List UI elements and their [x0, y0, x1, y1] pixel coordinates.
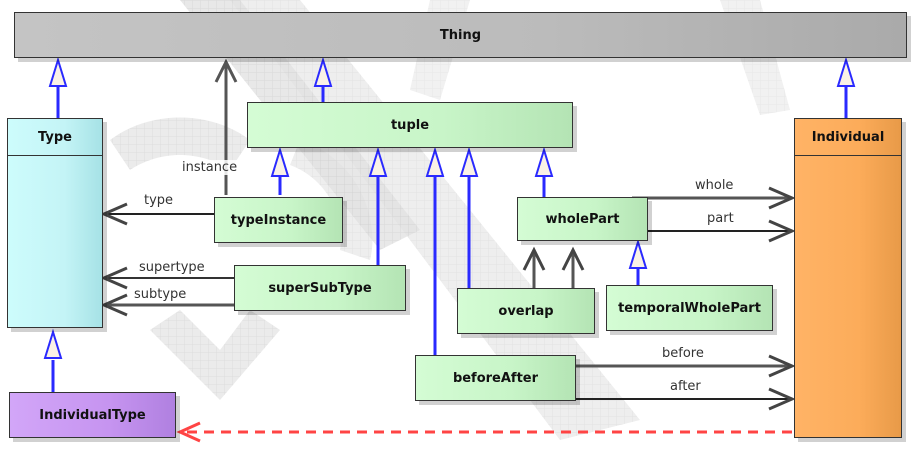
- class-before-after-label: beforeAfter: [452, 370, 539, 386]
- class-overlap[interactable]: overlap: [457, 288, 595, 334]
- connector-part: [104, 213, 792, 400]
- connector-part: [51, 86, 848, 392]
- open-arrowhead-supertype: [100, 266, 128, 290]
- open-arrowhead-after: [768, 387, 796, 411]
- open-arrowhead-part: [768, 219, 796, 243]
- association-instance-head: [214, 58, 238, 83]
- generalization-arrowhead: [628, 238, 648, 269]
- generalization-arrowhead: [459, 146, 479, 177]
- label-part: part: [705, 211, 736, 226]
- class-individual[interactable]: Individual: [794, 118, 902, 438]
- open-arrowhead-overlap-1: [522, 246, 546, 271]
- class-type-header: Type: [8, 119, 102, 156]
- connector-part: [104, 58, 792, 368]
- label-supertype: supertype: [137, 260, 207, 275]
- label-instance: instance: [180, 160, 240, 175]
- generalization-arrowhead: [43, 328, 63, 359]
- class-individual-type-label: IndividualType: [39, 407, 146, 423]
- class-thing-label: Thing: [439, 27, 482, 43]
- generalization-arrowhead: [534, 146, 554, 177]
- class-thing[interactable]: Thing: [14, 12, 907, 58]
- class-individual-header: Individual: [795, 119, 901, 156]
- class-tuple-label: tuple: [390, 117, 430, 133]
- class-tuple[interactable]: tuple: [247, 102, 573, 148]
- class-type-instance[interactable]: typeInstance: [214, 197, 343, 243]
- label-whole: whole: [693, 178, 736, 193]
- class-individual-type[interactable]: IndividualType: [9, 392, 176, 438]
- class-individual-label: Individual: [811, 129, 885, 145]
- class-whole-part-label: wholePart: [545, 211, 620, 227]
- class-type-label: Type: [38, 129, 72, 145]
- label-before: before: [660, 346, 706, 361]
- generalization-arrowhead: [368, 146, 388, 177]
- label-after: after: [668, 379, 703, 394]
- label-type: type: [142, 193, 176, 208]
- open-arrowhead-before: [768, 354, 796, 378]
- generalization-arrowhead: [313, 56, 333, 87]
- class-whole-part[interactable]: wholePart: [517, 197, 648, 241]
- open-arrowhead-whole: [768, 186, 796, 210]
- class-temporal-whole-part-label: temporalWholePart: [618, 300, 761, 316]
- open-arrowhead-subtype: [100, 293, 128, 317]
- class-before-after[interactable]: beforeAfter: [415, 355, 576, 401]
- dependency-arrowhead: [176, 421, 201, 443]
- connector-part: [100, 186, 796, 411]
- generalization-arrowhead: [270, 146, 290, 177]
- generalization-arrowhead: [425, 146, 445, 177]
- open-arrowhead-type: [100, 202, 128, 226]
- class-overlap-label: overlap: [498, 303, 554, 319]
- class-type[interactable]: Type: [7, 118, 103, 328]
- class-super-sub-type-label: superSubType: [268, 280, 372, 296]
- connector-part: [43, 56, 856, 359]
- open-arrowhead-overlap-2: [561, 246, 585, 271]
- label-subtype: subtype: [132, 287, 189, 302]
- generalization-arrowhead: [836, 56, 856, 87]
- class-temporal-whole-part[interactable]: temporalWholePart: [606, 285, 773, 331]
- class-super-sub-type[interactable]: superSubType: [234, 265, 406, 311]
- generalization-arrowhead: [48, 56, 68, 87]
- class-type-instance-label: typeInstance: [230, 212, 327, 228]
